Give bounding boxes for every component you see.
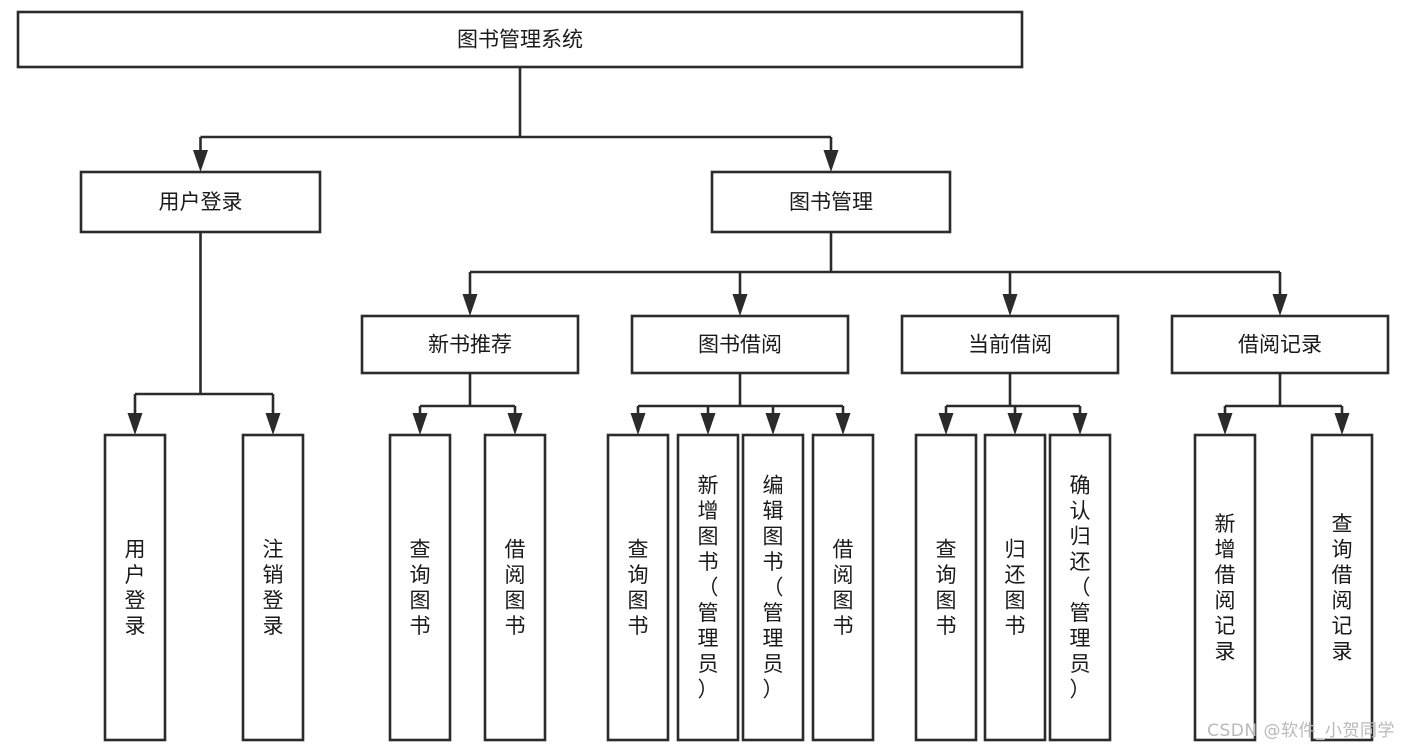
node-leaf-borrow-book-rec[interactable]: 借阅图书 [483, 433, 547, 742]
node-book-borrow[interactable]: 图书借阅 [630, 314, 850, 375]
arrow-head-icon [462, 294, 478, 316]
arrow-head-icon [630, 413, 646, 435]
arrow-head-icon [765, 413, 781, 435]
node-box[interactable] [710, 170, 952, 234]
node-box[interactable] [241, 433, 305, 742]
node-label: 查询图书 [936, 537, 957, 638]
node-leaf-query-book-borrow[interactable]: 查询图书 [606, 433, 670, 742]
node-leaf-add-record[interactable]: 新增借阅记录 [1193, 433, 1257, 742]
node-box[interactable] [360, 314, 580, 375]
node-label: 图书管理 [789, 190, 873, 214]
node-box[interactable] [914, 433, 978, 742]
node-label: 借阅图书 [505, 537, 526, 638]
arrow-head-icon [1217, 413, 1233, 435]
arrow-head-icon [1072, 413, 1088, 435]
connector-group-root [193, 67, 839, 172]
node-new-book-recommend[interactable]: 新书推荐 [360, 314, 580, 375]
arrow-head-icon [1002, 294, 1018, 316]
arrow-head-icon [1272, 294, 1288, 316]
node-book-manage[interactable]: 图书管理 [710, 170, 952, 234]
node-box[interactable] [79, 170, 322, 234]
node-box[interactable] [16, 10, 1024, 69]
arrow-head-icon [823, 150, 839, 172]
connector-group-book-borrow [630, 373, 851, 435]
arrow-head-icon [127, 413, 143, 435]
node-leaf-logout[interactable]: 注销登录 [241, 433, 305, 742]
node-leaf-return-book[interactable]: 归还图书 [983, 433, 1047, 742]
connector-group-user-login [127, 232, 281, 435]
connector-group-current-borrow [938, 373, 1088, 435]
node-label: 查询借阅记录 [1332, 512, 1353, 664]
node-label: 用户登录 [159, 190, 243, 214]
node-user-login[interactable]: 用户登录 [79, 170, 322, 234]
node-box[interactable] [1170, 314, 1390, 375]
connector-group-book-manage [462, 232, 1288, 316]
node-box[interactable] [676, 433, 740, 742]
node-label: 新增借阅记录 [1215, 512, 1236, 664]
node-box[interactable] [811, 433, 875, 742]
node-leaf-add-book[interactable]: 新增图书（管理员） [676, 433, 740, 742]
node-current-borrow[interactable]: 当前借阅 [900, 314, 1120, 375]
node-leaf-user-login[interactable]: 用户登录 [103, 433, 167, 742]
node-label: 新书推荐 [428, 333, 512, 357]
arrow-head-icon [1334, 413, 1350, 435]
connector-group-new-book-recommend [412, 373, 523, 435]
node-box[interactable] [630, 314, 850, 375]
node-box[interactable] [900, 314, 1120, 375]
node-label: 查询图书 [410, 537, 431, 638]
node-box[interactable] [103, 433, 167, 742]
node-label: 编辑图书（管理员） [763, 474, 784, 702]
node-leaf-query-record[interactable]: 查询借阅记录 [1310, 433, 1374, 742]
node-box[interactable] [741, 433, 805, 742]
arrow-head-icon [193, 150, 208, 172]
node-label: 当前借阅 [968, 333, 1052, 357]
node-box[interactable] [483, 433, 547, 742]
node-leaf-edit-book[interactable]: 编辑图书（管理员） [741, 433, 805, 742]
node-leaf-confirm-return[interactable]: 确认归还（管理员） [1048, 433, 1112, 742]
node-label: 借阅记录 [1238, 333, 1322, 357]
node-label: 图书借阅 [698, 333, 782, 357]
arrow-head-icon [835, 413, 851, 435]
node-leaf-borrow-book[interactable]: 借阅图书 [811, 433, 875, 742]
arrow-head-icon [265, 413, 281, 435]
arrow-head-icon [1007, 413, 1023, 435]
node-root[interactable]: 图书管理系统 [16, 10, 1024, 69]
arrow-head-icon [507, 413, 523, 435]
node-box[interactable] [606, 433, 670, 742]
arrow-head-icon [938, 413, 954, 435]
node-box[interactable] [983, 433, 1047, 742]
node-label: 查询图书 [628, 537, 649, 638]
node-box[interactable] [388, 433, 452, 742]
node-label: 归还图书 [1005, 537, 1026, 638]
arrow-head-icon [412, 413, 428, 435]
node-label: 图书管理系统 [457, 28, 583, 52]
connector-group-borrow-record [1217, 373, 1350, 435]
node-label: 用户登录 [125, 537, 146, 638]
node-label: 新增图书（管理员） [698, 474, 719, 702]
node-box[interactable] [1310, 433, 1374, 742]
node-label: 确认归还（管理员） [1070, 474, 1091, 702]
node-box[interactable] [1048, 433, 1112, 742]
connectors-layer [127, 67, 1350, 435]
node-leaf-query-book-cur[interactable]: 查询图书 [914, 433, 978, 742]
arrow-head-icon [700, 413, 716, 435]
node-label: 借阅图书 [833, 537, 854, 638]
node-box[interactable] [1193, 433, 1257, 742]
nodes-layer: 图书管理系统用户登录图书管理新书推荐图书借阅当前借阅借阅记录用户登录注销登录查询… [16, 10, 1390, 742]
arrow-head-icon [732, 294, 748, 316]
node-borrow-record[interactable]: 借阅记录 [1170, 314, 1390, 375]
node-leaf-query-book-rec[interactable]: 查询图书 [388, 433, 452, 742]
node-label: 注销登录 [263, 537, 284, 638]
